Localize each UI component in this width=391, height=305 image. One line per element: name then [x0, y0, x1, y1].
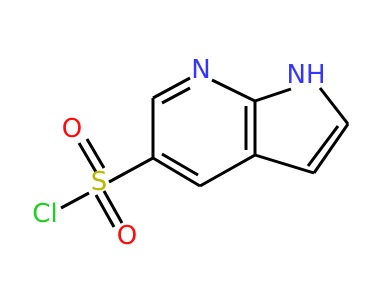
bond-s-o-bottom-a	[94, 194, 116, 228]
bond-c2-c3	[312, 123, 350, 174]
bond-c6-n7-inner	[161, 86, 191, 105]
bond-c4-c5	[152, 156, 201, 188]
bond-n7-c7a	[211, 78, 256, 103]
bond-c2-c3-inner	[306, 125, 340, 167]
bond-c3-c4a	[254, 153, 315, 175]
bond-n1-c2	[318, 87, 350, 125]
atom-nh-pyrrole: NH	[287, 60, 326, 90]
bond-s-cl	[60, 191, 90, 210]
bond-c7a-n1	[254, 87, 292, 103]
atom-oxygen-bottom: O	[117, 221, 137, 251]
atom-chlorine: Cl	[32, 199, 57, 229]
bond-c5-s	[108, 156, 154, 184]
atom-n-pyridine: N	[191, 55, 210, 85]
atom-sulfur: S	[91, 167, 108, 197]
bond-c4-c5-inner	[161, 152, 199, 177]
bond-c4-c4a	[199, 153, 256, 188]
bond-c6-n7	[152, 76, 191, 100]
bond-s-o-top-b	[85, 138, 106, 169]
bond-s-o-bottom-b	[102, 190, 124, 224]
atom-oxygen-top: O	[62, 114, 82, 144]
bond-s-o-top-a	[77, 142, 98, 173]
